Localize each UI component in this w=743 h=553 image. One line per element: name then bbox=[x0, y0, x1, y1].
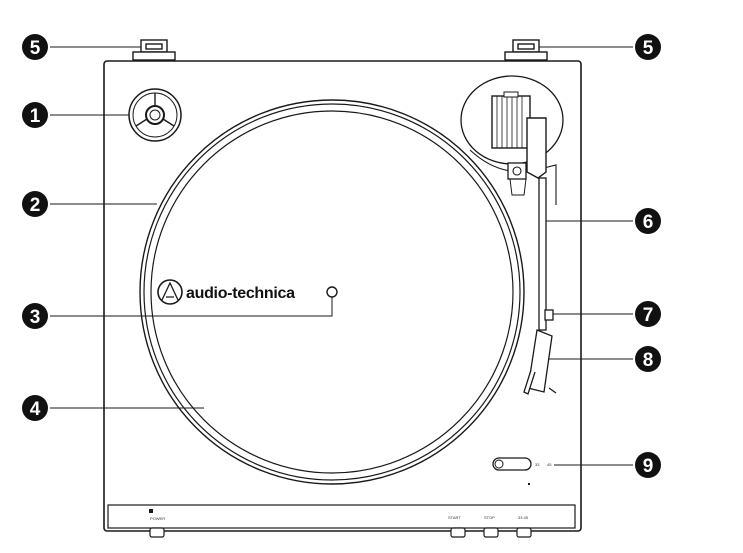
callout-2: 2 bbox=[22, 191, 48, 217]
front-panel: POWER START STOP 33 45 bbox=[107, 504, 576, 529]
counterweight bbox=[491, 91, 531, 149]
hinge-left bbox=[132, 39, 176, 61]
callout-number: 6 bbox=[643, 212, 654, 233]
brand-logo: audio-technica bbox=[157, 279, 295, 305]
callout-9: 9 bbox=[635, 452, 661, 478]
speed-selector: 33 45 bbox=[492, 457, 552, 485]
callout-number: 7 bbox=[643, 305, 654, 326]
callout-number: 8 bbox=[643, 350, 654, 371]
start-label: START bbox=[448, 515, 461, 520]
callout-number: 1 bbox=[30, 106, 41, 127]
callout-number: 9 bbox=[643, 456, 654, 477]
callout-8: 8 bbox=[635, 346, 661, 372]
callout-3: 3 bbox=[22, 303, 48, 329]
callout-6: 6 bbox=[635, 208, 661, 234]
callout-number: 3 bbox=[30, 307, 41, 328]
adapter-holder bbox=[128, 88, 182, 142]
turntable-base bbox=[103, 60, 582, 532]
callout-1: 1 bbox=[22, 102, 48, 128]
speed-label: 33 45 bbox=[518, 515, 529, 520]
callout-5-left: 5 bbox=[22, 34, 48, 60]
speed-mark-33: 33 bbox=[535, 462, 540, 467]
headshell bbox=[523, 329, 557, 395]
callout-7: 7 bbox=[635, 301, 661, 327]
callout-number: 5 bbox=[643, 38, 654, 59]
speed-mark-45: 45 bbox=[547, 462, 552, 467]
power-label: POWER bbox=[150, 516, 165, 521]
leader-lines bbox=[50, 46, 633, 466]
callout-4: 4 bbox=[22, 395, 48, 421]
callout-number: 4 bbox=[30, 399, 41, 420]
callout-5-right: 5 bbox=[635, 34, 661, 60]
stop-label: STOP bbox=[484, 515, 495, 520]
callout-number: 5 bbox=[30, 38, 41, 59]
spindle bbox=[326, 286, 338, 298]
callout-number: 2 bbox=[30, 195, 41, 216]
platter bbox=[139, 99, 525, 485]
tonearm-lift bbox=[544, 309, 554, 321]
front-buttons bbox=[149, 527, 532, 538]
tonearm bbox=[538, 177, 547, 331]
hinge-right bbox=[504, 39, 548, 61]
brand-name: audio-technica bbox=[186, 285, 295, 302]
tonearm-pivot bbox=[507, 117, 547, 196]
